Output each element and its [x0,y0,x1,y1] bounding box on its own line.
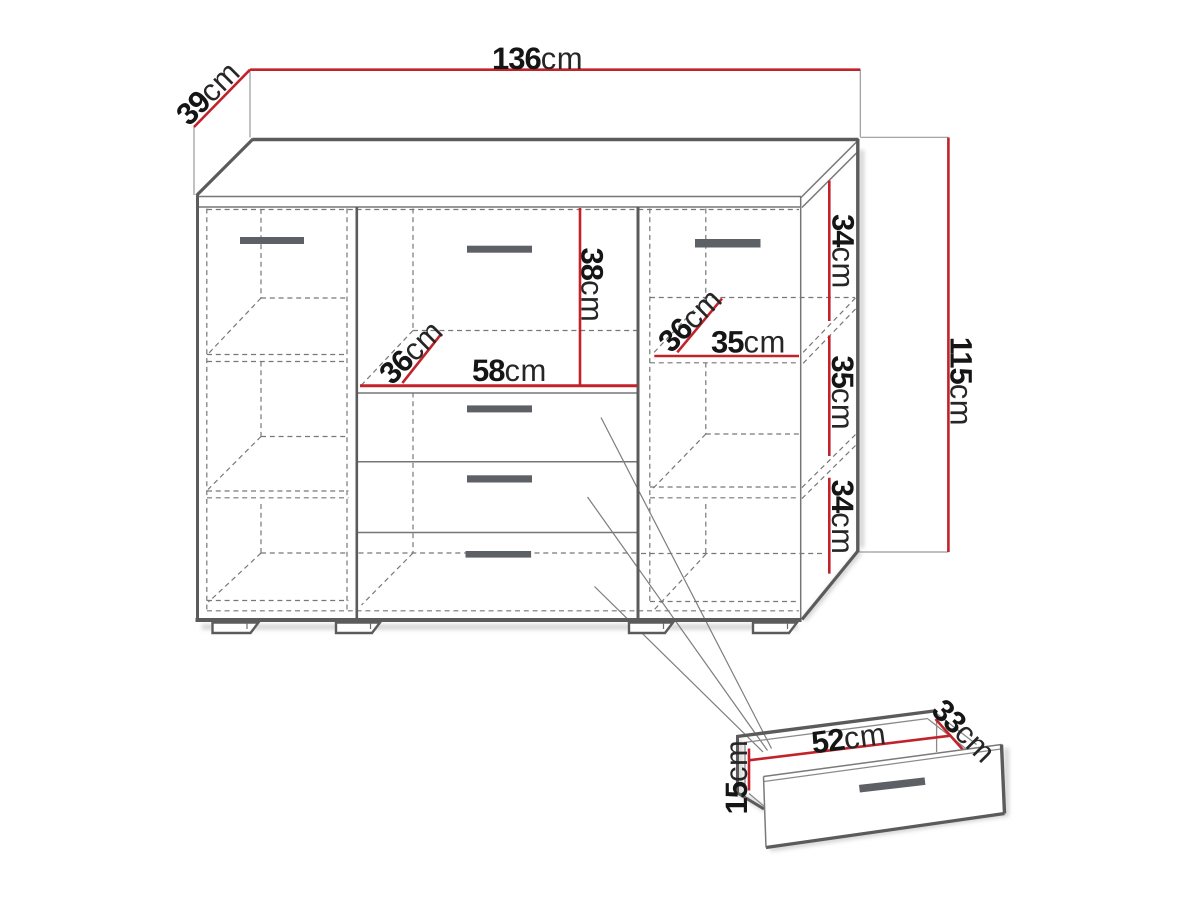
svg-text:34cm: 34cm [826,214,861,289]
svg-text:35cm: 35cm [711,325,786,360]
svg-text:38cm: 38cm [574,248,609,323]
svg-text:34cm: 34cm [825,480,860,555]
svg-text:115cm: 115cm [944,337,979,426]
svg-text:39cm: 39cm [169,54,247,132]
svg-text:15cm: 15cm [719,740,754,815]
svg-text:58cm: 58cm [472,353,547,388]
svg-text:36cm: 36cm [372,313,450,391]
svg-text:35cm: 35cm [825,355,860,430]
svg-text:136cm: 136cm [492,41,583,76]
svg-text:52cm: 52cm [809,716,888,760]
